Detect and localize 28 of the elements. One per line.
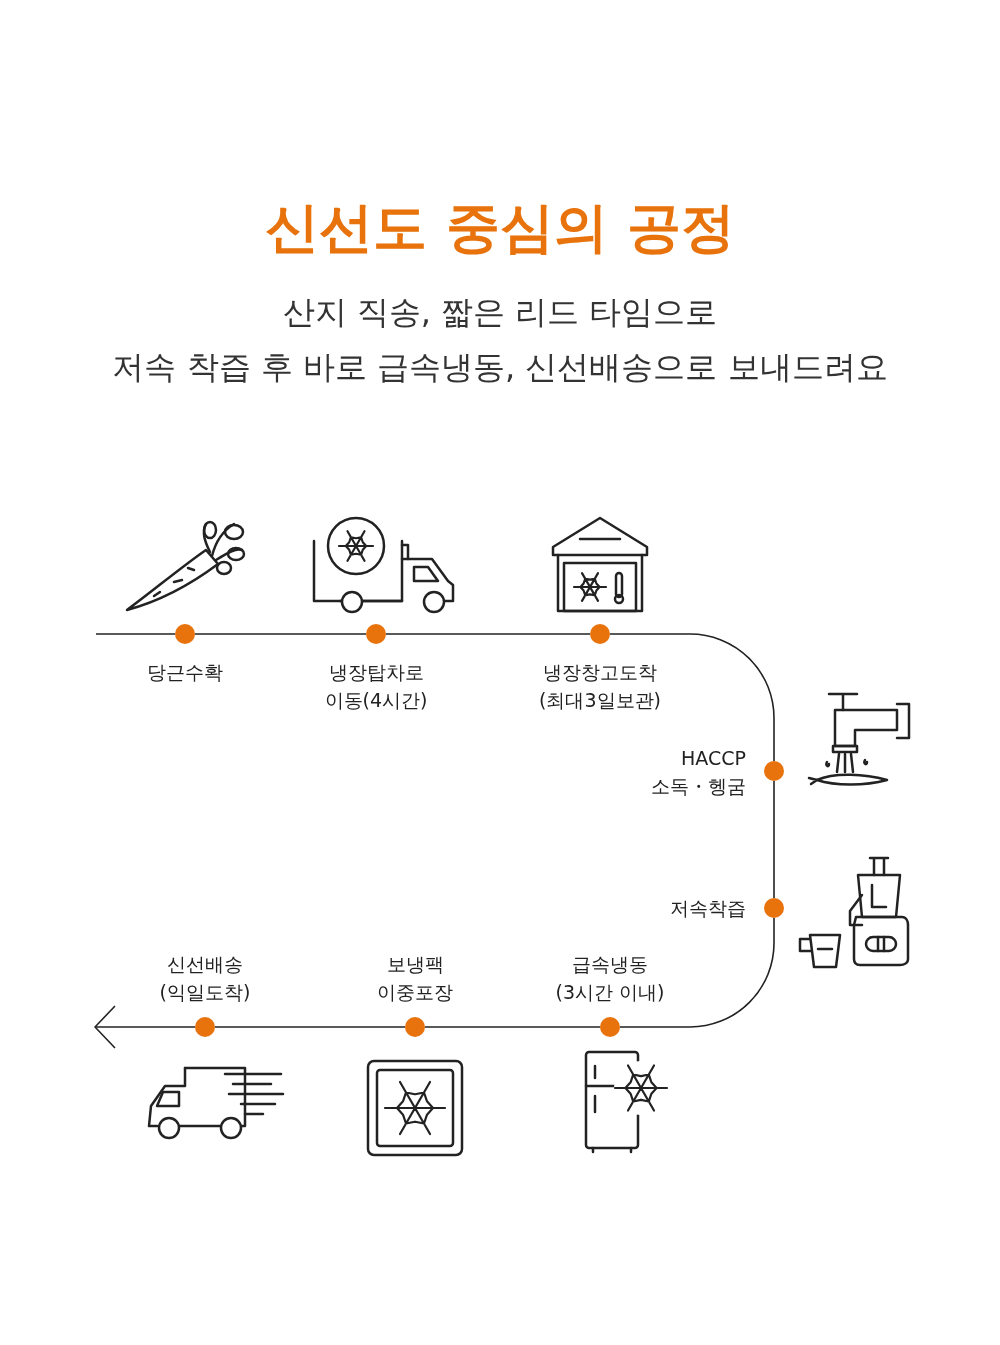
timeline-dot <box>590 624 610 644</box>
timeline-line <box>95 633 176 635</box>
timeline-dot <box>764 761 784 781</box>
timeline-line <box>385 633 591 635</box>
timeline-line <box>194 633 367 635</box>
timeline-dot <box>764 898 784 918</box>
step-label: HACCP 소독・헹굼 <box>650 746 746 799</box>
step-label: 저속착즙 <box>669 896 746 921</box>
step-label: 당근수확 <box>146 660 224 685</box>
title: 신선도 중심의 공정 <box>264 195 736 261</box>
timeline-line <box>424 1026 601 1028</box>
timeline-dot <box>405 1017 425 1037</box>
timeline-dot <box>366 624 386 644</box>
timeline-line <box>609 633 775 762</box>
timeline-line <box>619 917 775 1028</box>
timeline-line <box>773 780 775 899</box>
step-label: 냉장탑차로 이동(4시간) <box>323 660 429 713</box>
timeline-dot <box>600 1017 620 1037</box>
timeline-line <box>214 1026 406 1028</box>
step-label: 보냉팩 이중포장 <box>376 952 454 1005</box>
step-label: 신선배송 (익일도착) <box>158 952 252 1005</box>
step-label: 급속냉동 (3시간 이내) <box>554 952 666 1005</box>
arrow <box>94 1005 196 1049</box>
step-label: 냉장창고도착 (최대3일보관) <box>538 660 662 713</box>
timeline-dot <box>195 1017 215 1037</box>
subtitle: 저속 착즙 후 바로 급속냉동, 신선배송으로 보내드려요 <box>111 347 889 388</box>
timeline-dot <box>175 624 195 644</box>
subtitle: 산지 직송, 짧은 리드 타임으로 <box>281 292 719 333</box>
